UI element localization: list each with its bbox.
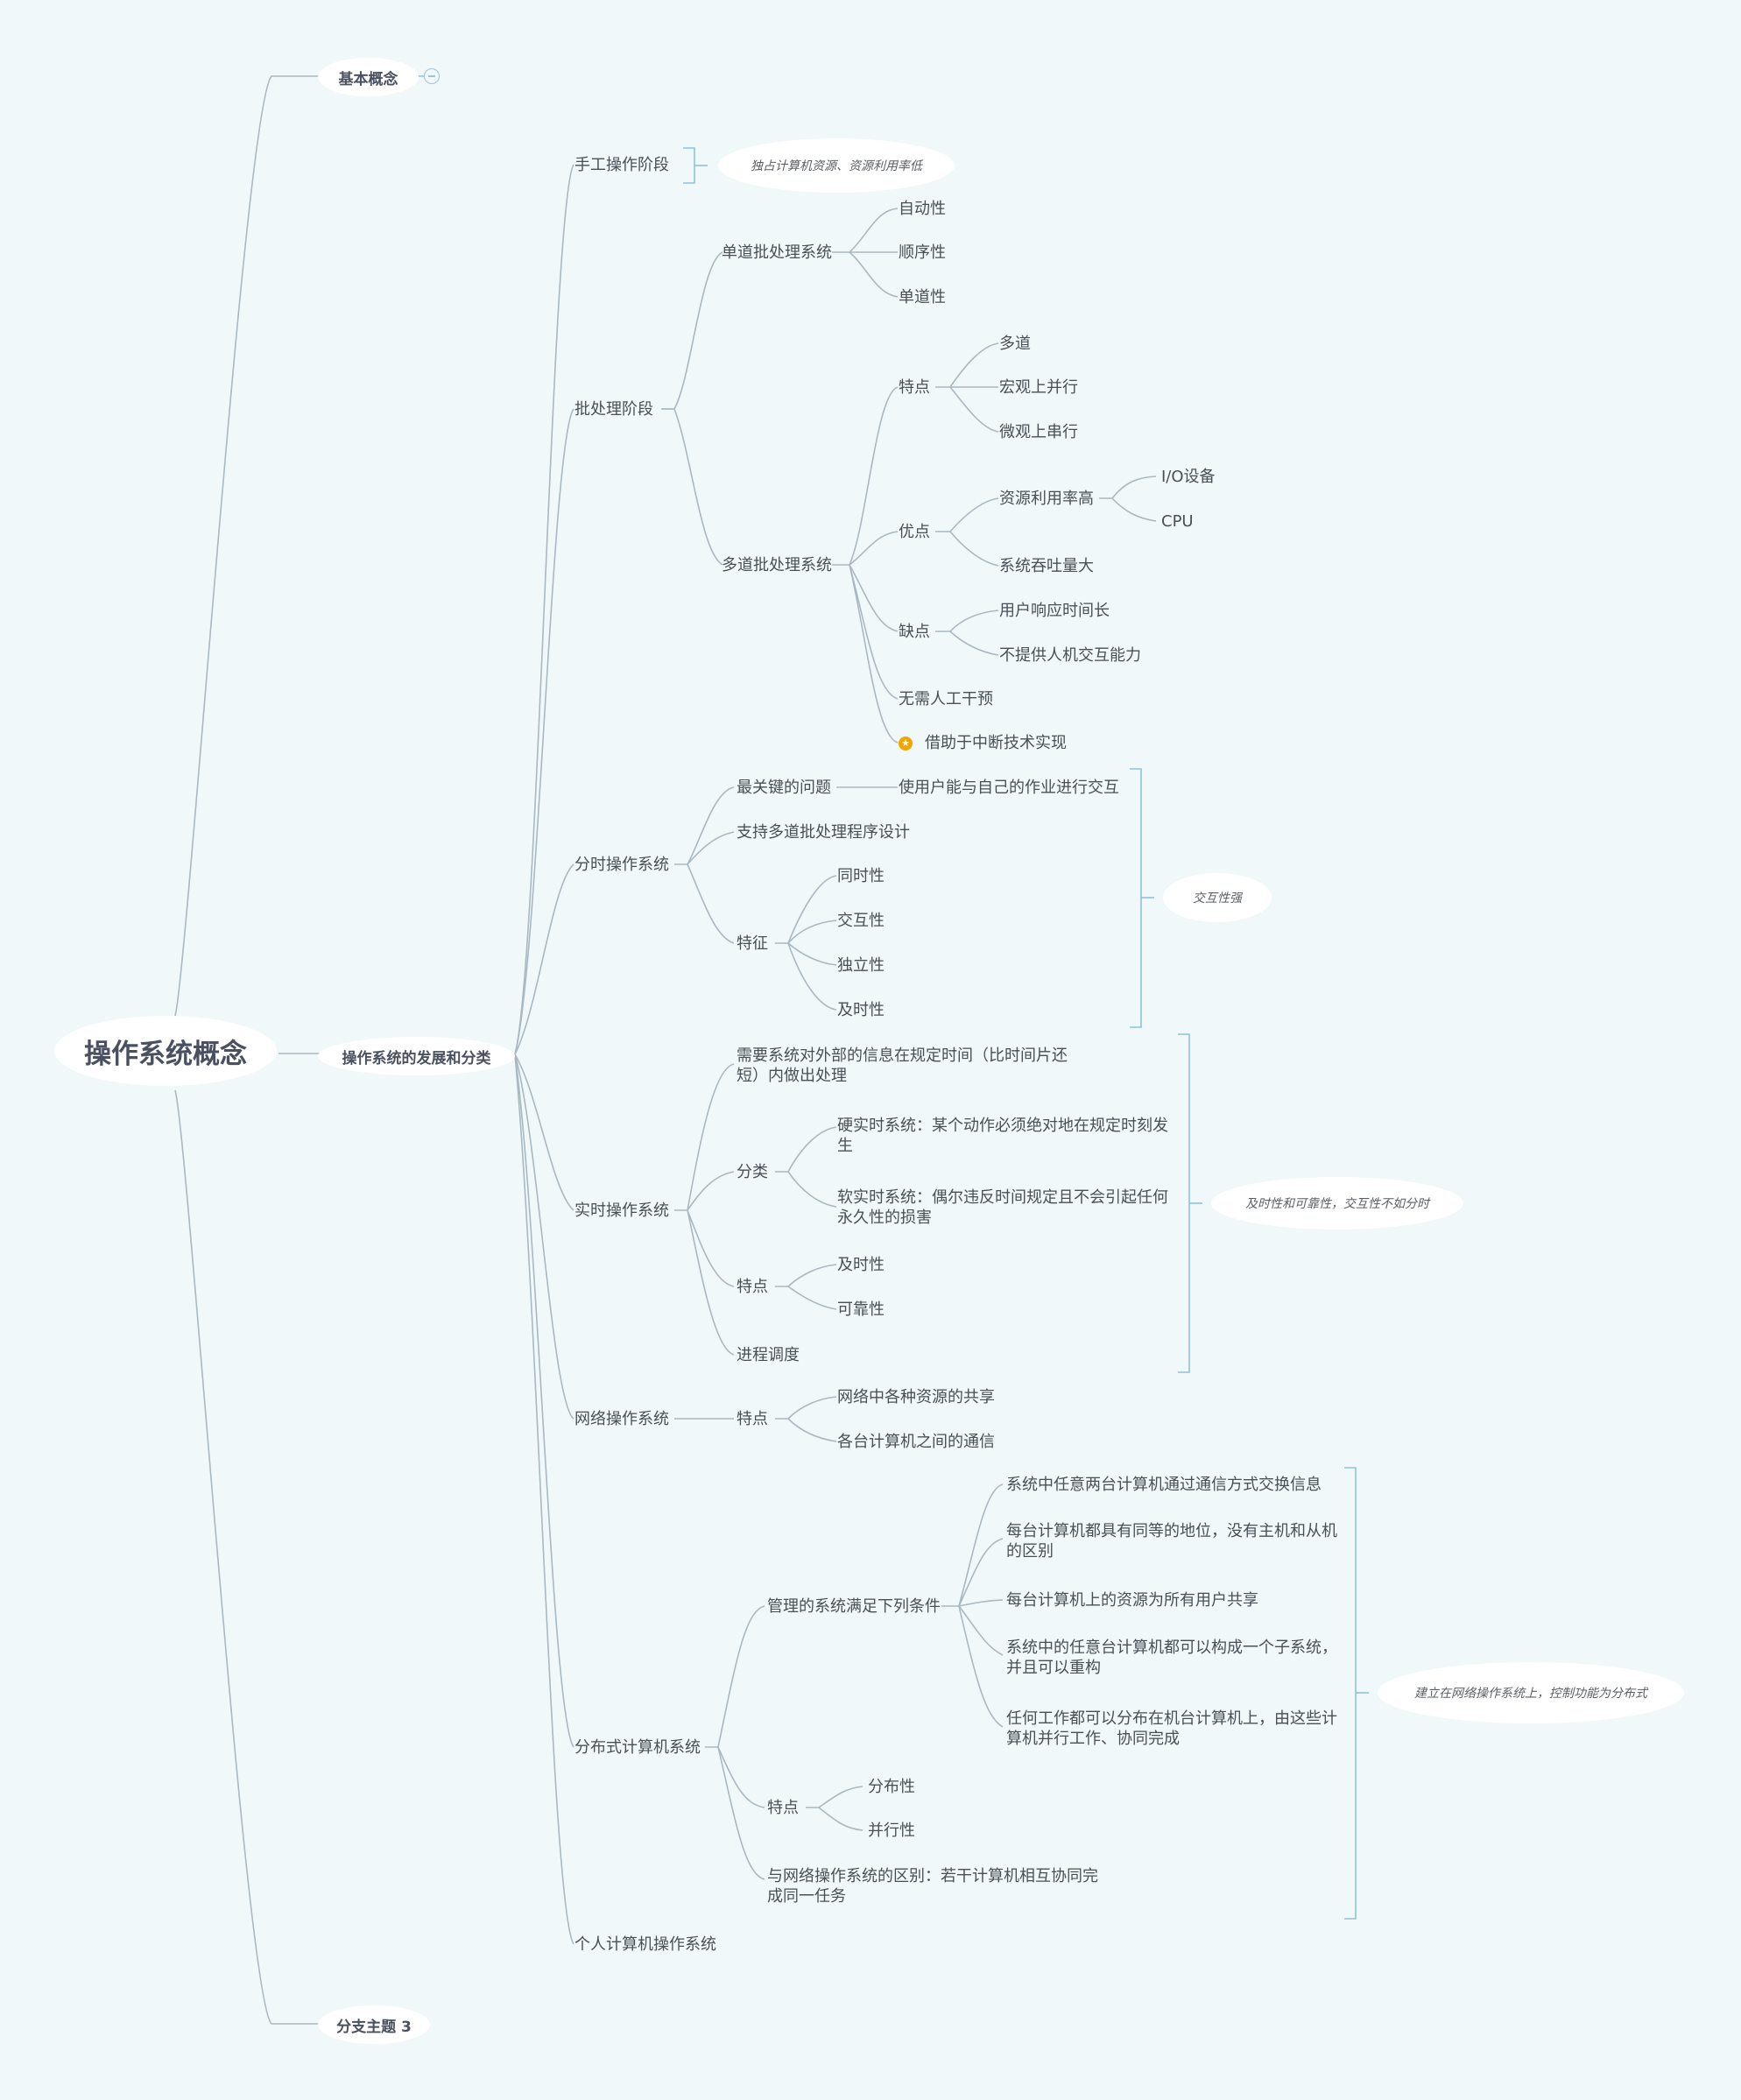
star-icon: ★ (899, 736, 913, 751)
realtime-os[interactable]: 实时操作系统 (574, 1202, 669, 1220)
list-item[interactable]: CPU (1161, 512, 1194, 531)
manual-stage[interactable]: 手工操作阶段 (574, 156, 669, 174)
list-item[interactable]: 借助于中断技术实现 (925, 734, 1067, 752)
list-item[interactable]: 多道 (999, 335, 1031, 353)
list-item[interactable]: 单道性 (899, 288, 946, 307)
multi-batch[interactable]: 多道批处理系统 (722, 556, 832, 574)
timeshare-note: 交互性强 (1163, 873, 1272, 922)
list-item[interactable]: 无需人工干预 (899, 690, 993, 708)
realtime-classify[interactable]: 分类 (737, 1163, 768, 1181)
realtime-need[interactable]: 需要系统对外部的信息在规定时间（比时间片还短）内做出处理 (737, 1046, 1068, 1085)
key-question[interactable]: 最关键的问题 (737, 779, 831, 797)
realtime-note: 及时性和可靠性，交互性不如分时 (1211, 1177, 1463, 1230)
list-item[interactable]: 进程调度 (737, 1346, 800, 1364)
single-batch[interactable]: 单道批处理系统 (722, 243, 832, 262)
multi-cons[interactable]: 缺点 (899, 623, 930, 641)
timeshare-os[interactable]: 分时操作系统 (574, 856, 669, 874)
distributed-note: 建立在网络操作系统上，控制功能为分布式 (1378, 1662, 1684, 1723)
list-item[interactable]: 宏观上并行 (999, 378, 1078, 397)
soft-realtime[interactable]: 软实时系统：偶尔违反时间规定且不会引起任何永久性的损害 (837, 1188, 1168, 1227)
hard-realtime[interactable]: 硬实时系统：某个动作必须绝对地在规定时刻发生 (837, 1117, 1168, 1155)
resource-utilization[interactable]: 资源利用率高 (999, 490, 1094, 508)
list-item[interactable]: 任何工作都可以分布在机台计算机上，由这些计算机并行工作、协同完成 (1006, 1709, 1337, 1748)
list-item[interactable]: 不提供人机交互能力 (999, 646, 1141, 665)
key-answer[interactable]: 使用户能与自己的作业进行交互 (899, 779, 1119, 797)
multi-features[interactable]: 特点 (899, 378, 930, 397)
list-item[interactable]: 顺序性 (899, 243, 946, 262)
list-item[interactable]: 自动性 (899, 200, 946, 218)
list-item[interactable]: 并行性 (868, 1822, 915, 1840)
distributed-features[interactable]: 特点 (767, 1799, 799, 1817)
list-item[interactable]: 及时性 (837, 1256, 885, 1274)
list-item[interactable]: 系统中的任意台计算机都可以构成一个子系统，并且可以重构 (1006, 1638, 1337, 1677)
timeshare-char[interactable]: 特征 (737, 934, 768, 953)
branch-3[interactable]: 分支主题 3 (318, 2005, 430, 2044)
realtime-features[interactable]: 特点 (737, 1278, 768, 1296)
list-item[interactable]: 用户响应时间长 (999, 602, 1110, 620)
list-item[interactable]: 交互性 (837, 912, 885, 930)
network-os[interactable]: 网络操作系统 (574, 1410, 669, 1428)
branch-development[interactable]: 操作系统的发展和分类 (318, 1037, 515, 1075)
list-item[interactable]: 每台计算机都具有同等的地位，没有主机和从机的区别 (1006, 1522, 1337, 1561)
list-item[interactable]: I/O设备 (1161, 468, 1216, 486)
list-item[interactable]: 支持多道批处理程序设计 (737, 823, 910, 842)
batch-stage[interactable]: 批处理阶段 (574, 400, 653, 419)
root-topic[interactable]: 操作系统概念 (54, 1016, 277, 1086)
collapse-toggle-icon[interactable] (424, 68, 440, 84)
list-item[interactable]: 微观上串行 (999, 423, 1078, 441)
list-item[interactable]: 网络中各种资源的共享 (837, 1388, 995, 1406)
multi-pros[interactable]: 优点 (899, 523, 930, 541)
branch-basic-concepts[interactable]: 基本概念 (318, 58, 419, 96)
list-item[interactable]: 每台计算机上的资源为所有用户共享 (1006, 1591, 1258, 1610)
pc-os[interactable]: 个人计算机操作系统 (574, 1935, 716, 1954)
network-features[interactable]: 特点 (737, 1410, 768, 1428)
list-item[interactable]: 系统中任意两台计算机通过通信方式交换信息 (1006, 1476, 1322, 1494)
list-item[interactable]: 独立性 (837, 956, 885, 975)
list-item[interactable]: 各台计算机之间的通信 (837, 1433, 995, 1451)
list-item[interactable]: 系统吞吐量大 (999, 557, 1094, 575)
manage-conditions[interactable]: 管理的系统满足下列条件 (767, 1597, 941, 1616)
distributed-system[interactable]: 分布式计算机系统 (574, 1738, 701, 1757)
list-item[interactable]: 同时性 (837, 867, 885, 885)
list-item[interactable]: 及时性 (837, 1001, 885, 1019)
manual-note: 独占计算机资源、资源利用率低 (718, 138, 955, 193)
distributed-diff[interactable]: 与网络操作系统的区别：若干计算机相互协同完成同一任务 (767, 1867, 1098, 1906)
list-item[interactable]: 可靠性 (837, 1300, 885, 1319)
list-item[interactable]: 分布性 (868, 1778, 915, 1796)
